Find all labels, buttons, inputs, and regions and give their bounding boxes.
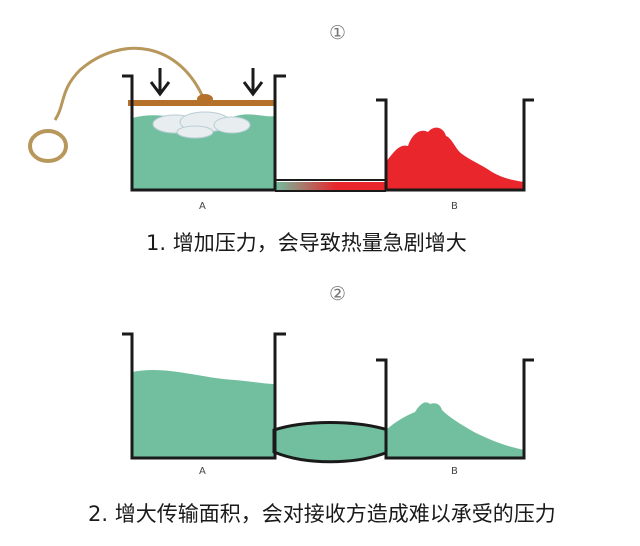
connecting-pipe	[275, 182, 386, 190]
panel-1-tank-a-label: A	[199, 201, 206, 212]
tank-a-outline	[122, 332, 286, 460]
piston-knob	[197, 94, 213, 104]
tank-b-outline	[376, 358, 534, 460]
bulging-pipe	[272, 421, 390, 464]
rope	[53, 46, 207, 121]
down-arrow-icon	[242, 68, 264, 97]
rope-bulb	[28, 129, 68, 163]
panel-2-tank-a-label: A	[199, 466, 206, 477]
tank-b-hot-liquid	[386, 127, 524, 190]
tank-b-outline	[376, 98, 534, 192]
panel-2-caption: 2. 增大传输面积，会对接收方造成难以承受的压力	[88, 502, 556, 526]
panel-2-tank-b-label: B	[451, 466, 458, 477]
foam	[152, 111, 251, 139]
tank-b-water	[386, 402, 524, 458]
tank-a-outline	[122, 74, 286, 192]
panel-1-tank-b-label: B	[451, 201, 458, 212]
panel-1	[28, 46, 534, 192]
panel-2	[122, 332, 534, 464]
down-arrow-icon	[149, 68, 171, 97]
tank-a-water	[132, 114, 275, 190]
panel-2-number: ②	[329, 283, 347, 305]
panel-1-caption: 1. 增加压力，会导致热量急剧增大	[146, 231, 467, 255]
panel-1-number: ①	[329, 22, 347, 44]
tank-a-water	[132, 369, 275, 458]
